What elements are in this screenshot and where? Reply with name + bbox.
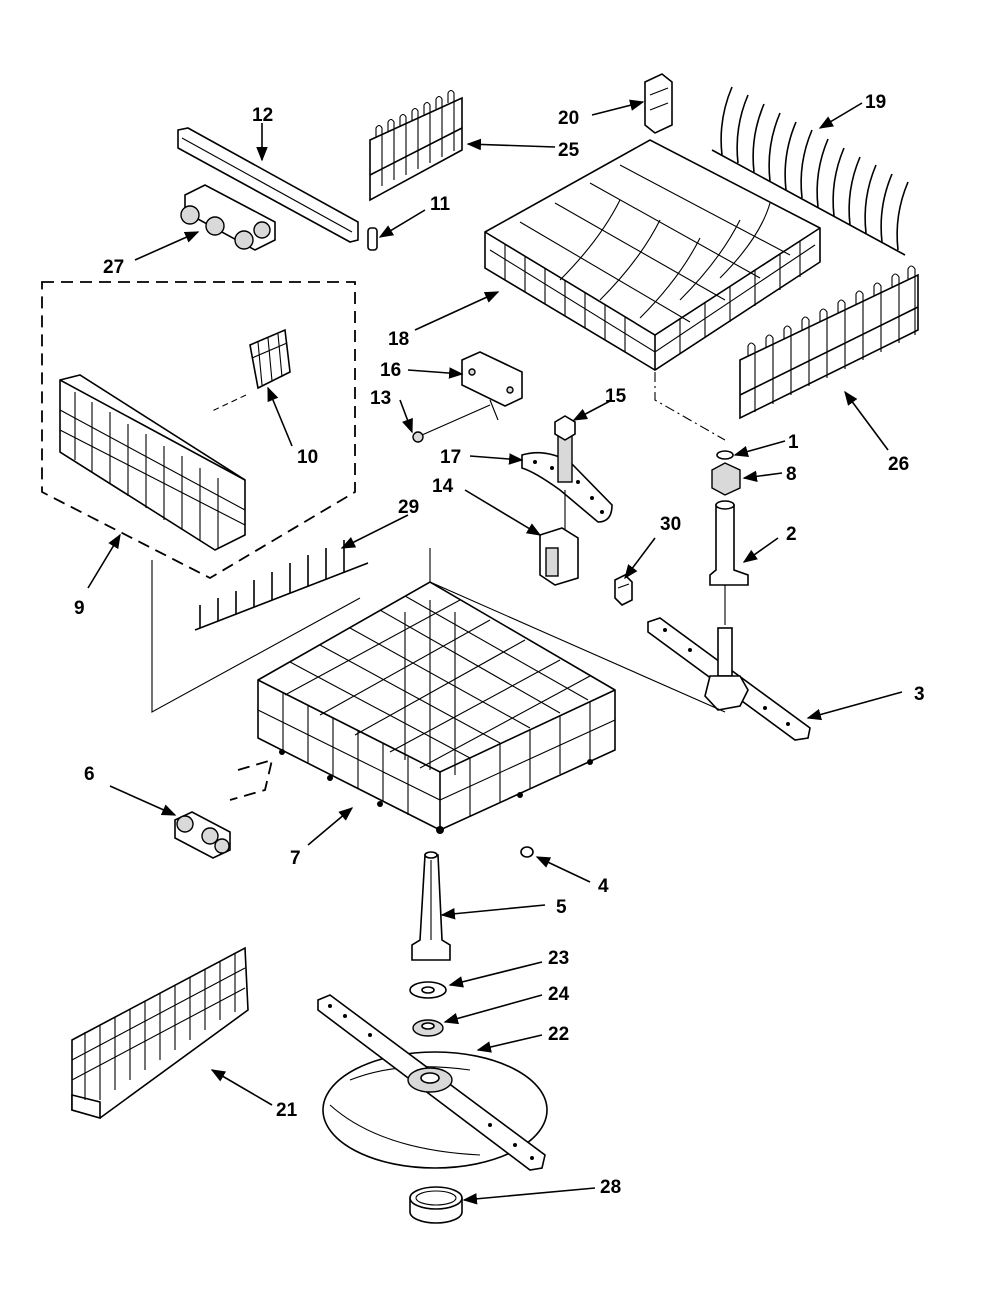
label-10: 10 <box>297 447 318 468</box>
part-30-clip <box>614 574 633 606</box>
part-21-basket <box>71 946 249 1120</box>
label-8: 8 <box>786 464 797 485</box>
part-19-tine-row <box>711 86 909 256</box>
label-18: 18 <box>388 329 409 350</box>
part-28-seal <box>409 1186 463 1224</box>
label-3: 3 <box>914 684 925 705</box>
part-26-tine-rack <box>739 265 919 420</box>
label-21: 21 <box>276 1100 298 1121</box>
label-25: 25 <box>558 140 580 161</box>
part-25-tine-rack <box>369 89 463 202</box>
part-13-screw <box>412 404 491 443</box>
part-8-nut <box>711 462 741 496</box>
part-2-feed-tube <box>709 500 749 625</box>
label-29: 29 <box>398 497 419 518</box>
part-11-pin <box>367 227 378 251</box>
label-24: 24 <box>548 984 570 1005</box>
label-11: 11 <box>430 194 451 215</box>
label-7: 7 <box>290 848 301 869</box>
part-27-roller-bracket <box>180 184 276 251</box>
label-13: 13 <box>370 388 391 409</box>
label-26: 26 <box>888 454 909 475</box>
label-14: 14 <box>432 476 454 497</box>
part-labels: 12 27 11 25 20 19 18 16 13 15 17 14 10 2… <box>74 92 925 1198</box>
leader-arrows <box>87 99 903 1205</box>
part-24-nut <box>412 1019 444 1037</box>
part-20-clip <box>644 73 673 134</box>
part-15-nut <box>554 415 576 441</box>
part-18-upper-rack <box>484 139 821 371</box>
part-14-manifold <box>539 490 579 586</box>
label-15: 15 <box>605 386 627 407</box>
label-22: 22 <box>548 1024 569 1045</box>
part-12-rail <box>177 127 359 243</box>
label-6: 6 <box>84 764 95 785</box>
part-10-basket-lid <box>209 328 291 413</box>
part-9-dashed-outline <box>41 281 356 580</box>
label-19: 19 <box>865 92 886 113</box>
label-28: 28 <box>600 1177 621 1198</box>
label-4: 4 <box>598 876 609 897</box>
part-6-roller <box>174 758 274 859</box>
label-9: 9 <box>74 598 85 619</box>
label-17: 17 <box>440 447 461 468</box>
part-22-lower-spray-arm <box>317 994 548 1171</box>
label-5: 5 <box>556 897 567 918</box>
part-7-lower-rack <box>257 581 616 834</box>
part-23-washer <box>409 981 447 999</box>
part-5-tower <box>411 851 451 961</box>
label-27: 27 <box>103 257 124 278</box>
part-17-upper-spray-arm <box>521 431 613 523</box>
label-2: 2 <box>786 524 797 545</box>
label-20: 20 <box>558 108 579 129</box>
label-1: 1 <box>788 432 799 453</box>
part-29-tine-row <box>194 540 369 631</box>
part-4-washer <box>520 846 534 858</box>
label-23: 23 <box>548 948 569 969</box>
part-1-washer <box>716 450 734 460</box>
label-16: 16 <box>380 360 401 381</box>
label-30: 30 <box>660 514 681 535</box>
part-3-middle-spray-arm <box>647 617 811 741</box>
part-9-silverware-basket <box>59 374 246 551</box>
part-16-bracket <box>461 351 523 421</box>
label-12: 12 <box>252 105 273 126</box>
